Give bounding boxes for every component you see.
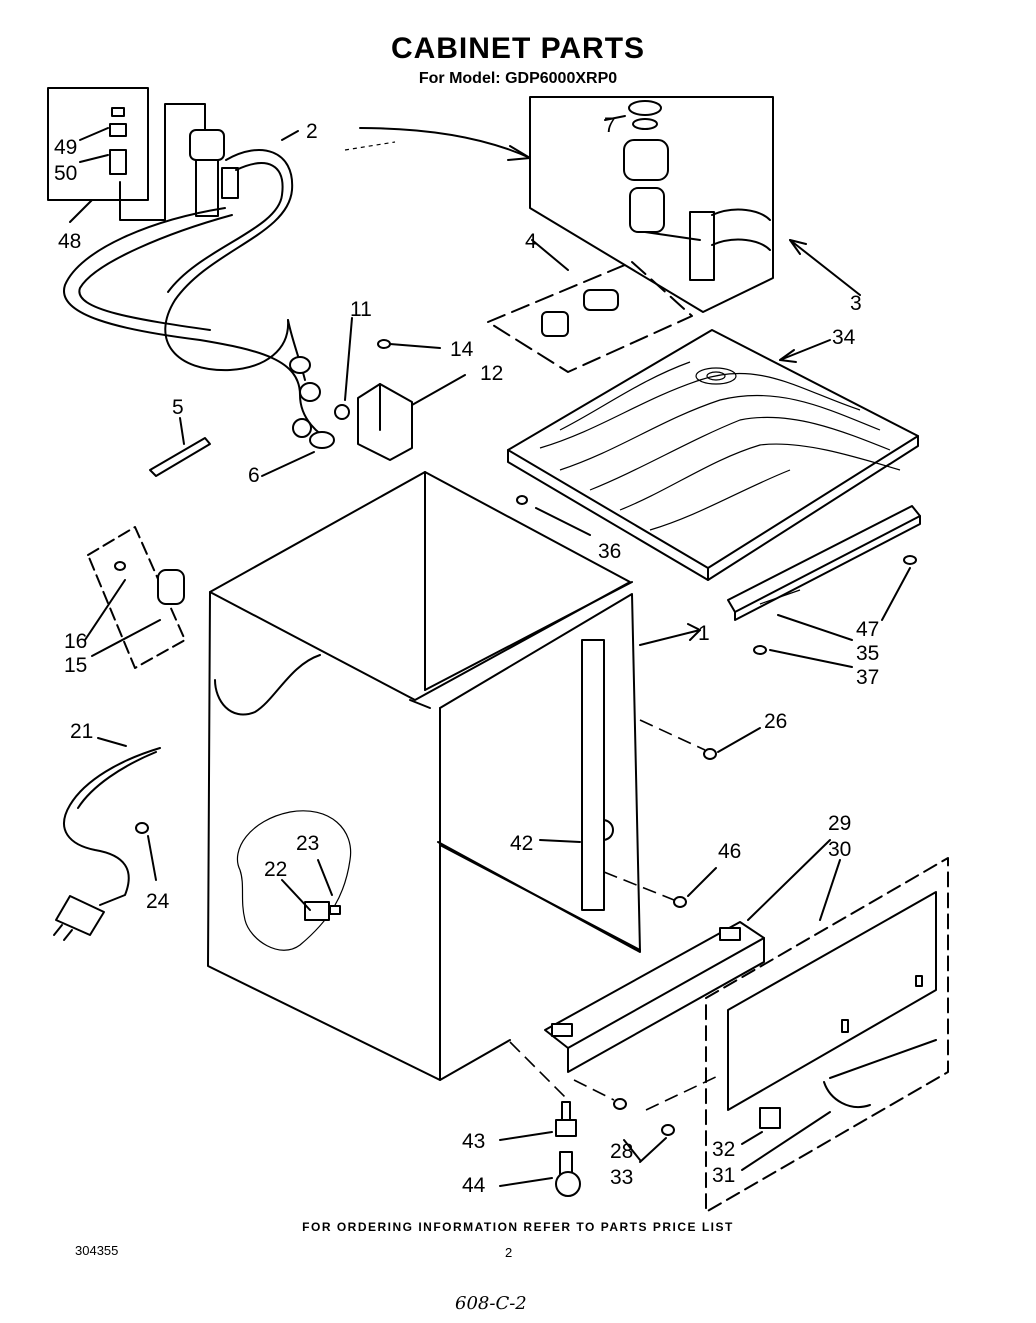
model-subtitle: For Model: GDP6000XRP0	[418, 70, 618, 87]
parts-5-6	[149, 417, 335, 477]
page-title: CABINET PARTS	[390, 32, 646, 65]
callout-22: 22	[264, 858, 287, 881]
callout-29: 29	[828, 812, 851, 835]
callout-2: 2	[306, 120, 318, 143]
callout-11: 11	[350, 298, 372, 321]
cabinet-body-1	[207, 471, 701, 1081]
transfer-arrow	[344, 127, 531, 161]
callout-33: 33	[610, 1166, 633, 1189]
callout-24: 24	[146, 890, 170, 913]
screw-26	[639, 719, 761, 760]
callout-5: 5	[172, 396, 184, 419]
callout-15: 15	[64, 654, 87, 677]
callout-36: 36	[598, 540, 621, 563]
callout-35: 35	[856, 642, 879, 665]
callout-47: 47	[856, 618, 879, 641]
callout-32: 32	[712, 1138, 735, 1161]
parts-22-23	[281, 859, 333, 911]
callout-44: 44	[462, 1174, 486, 1197]
callout-43: 43	[462, 1130, 485, 1153]
valve-assembly-3	[529, 96, 861, 313]
callout-4: 4	[525, 230, 537, 253]
handwritten-note: 608-C-2	[455, 1293, 527, 1314]
document-number: 304355	[75, 1243, 119, 1258]
callout-3: 3	[850, 292, 862, 315]
screws-28-33	[573, 1074, 721, 1163]
callout-1: 1	[698, 622, 710, 645]
parts-15-16	[84, 526, 186, 669]
callout-48: 48	[58, 230, 81, 253]
callout-12: 12	[480, 362, 503, 385]
callout-26: 26	[764, 710, 787, 733]
callout-37: 37	[856, 666, 879, 689]
base-rail-29	[544, 839, 841, 1073]
valve-part-4	[487, 239, 693, 373]
callout-6: 6	[248, 464, 260, 487]
callout-46: 46	[718, 840, 741, 863]
rail-35	[727, 505, 921, 668]
callout-42: 42	[510, 832, 533, 855]
power-cord-21	[53, 737, 161, 941]
callout-28: 28	[610, 1140, 633, 1163]
callout-49: 49	[54, 136, 77, 159]
caster-43-44	[499, 1041, 581, 1197]
water-valve-hose	[62, 129, 331, 441]
callout-21: 21	[70, 720, 93, 743]
callout-31: 31	[712, 1164, 735, 1187]
callout-14: 14	[450, 338, 474, 361]
callout-16: 16	[64, 630, 87, 653]
wood-top-34	[507, 329, 919, 581]
kick-panel-30	[705, 857, 949, 1213]
inset-box-48	[47, 87, 206, 223]
parts-42-46	[539, 839, 717, 908]
callout-50: 50	[54, 162, 77, 185]
callout-30: 30	[828, 838, 851, 861]
page-number: 2	[505, 1245, 513, 1260]
ordering-footer: FOR ORDERING INFORMATION REFER TO PARTS …	[302, 1220, 734, 1234]
callout-34: 34	[832, 326, 856, 349]
screw-36	[516, 495, 591, 536]
callout-23: 23	[296, 832, 319, 855]
junction-box-12	[334, 317, 466, 461]
callout-7: 7	[604, 114, 616, 137]
